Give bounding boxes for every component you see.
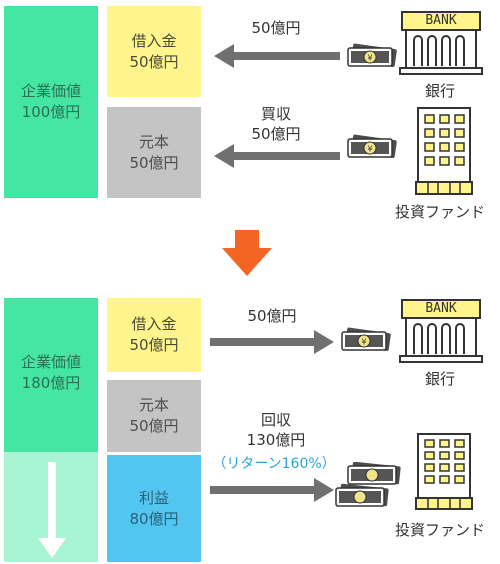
profit-label: 利益 [138, 488, 169, 507]
svg-text:¥: ¥ [367, 54, 372, 63]
principal-block-top: 元本 50億円 [107, 107, 201, 198]
loan-label: 借入金 [131, 31, 177, 50]
company-value-amount: 100億円 [21, 103, 81, 121]
loan-label: 借入金 [131, 315, 177, 333]
bank-label-bottom: 銀行 [424, 370, 455, 388]
loan-amount: 50億円 [129, 336, 179, 354]
principal-amount: 50億円 [129, 153, 179, 172]
principal-label: 元本 [138, 132, 169, 151]
money-icon: ¥ [347, 134, 397, 158]
principal-label: 元本 [138, 396, 169, 414]
acquisition-label-top: 買収 50億円 [251, 105, 301, 143]
bank-flow-label-bottom: 50億円 [247, 307, 297, 325]
growth-down-arrow [38, 462, 66, 558]
transition-down-arrow [222, 230, 272, 276]
arrow-left-bank-top [214, 44, 340, 68]
bank-icon [399, 299, 483, 363]
building-icon [415, 433, 473, 510]
bank-sign-text-top: BANK [425, 13, 457, 28]
principal-block-bottom: 元本 50億円 [107, 380, 201, 452]
money-stack-icon [335, 462, 401, 507]
fund-label-bottom: 投資ファンド [394, 521, 485, 539]
svg-text:¥: ¥ [367, 145, 372, 154]
building-icon [415, 107, 473, 195]
money-icon: ¥ [347, 43, 397, 67]
company-value-block-top: 企業価値 100億円 [4, 6, 98, 198]
recovery-label-bottom: 回収 130億円 [246, 411, 306, 449]
svg-text:¥: ¥ [361, 338, 366, 347]
bank-flow-label-top: 50億円 [251, 19, 301, 37]
return-note: （リターン160%） [212, 456, 336, 472]
company-value-block-bottom-bg [4, 298, 98, 452]
bank-icon [399, 11, 483, 75]
loan-block-top: 借入金 50億円 [107, 6, 201, 97]
loan-amount: 50億円 [129, 52, 179, 71]
bank-sign-text-bottom: BANK [425, 301, 457, 316]
company-value-block-bottom: 企業価値 180億円 [4, 342, 98, 404]
arrow-right-fund-bottom [210, 478, 334, 502]
profit-amount: 80億円 [129, 509, 179, 528]
arrow-left-fund-top [214, 144, 340, 168]
bank-label-top: 銀行 [424, 82, 455, 100]
arrow-right-bank-bottom [210, 330, 334, 354]
company-value-label: 企業価値 [20, 353, 81, 371]
profit-block-bottom: 利益 80億円 [107, 455, 201, 562]
principal-amount: 50億円 [129, 417, 179, 435]
fund-label-top: 投資ファンド [394, 203, 485, 221]
company-value-label: 企業価値 [20, 82, 81, 100]
money-icon: ¥ [341, 327, 391, 351]
loan-block-bottom: 借入金 50億円 [107, 298, 201, 372]
company-value-amount: 180億円 [21, 374, 81, 392]
